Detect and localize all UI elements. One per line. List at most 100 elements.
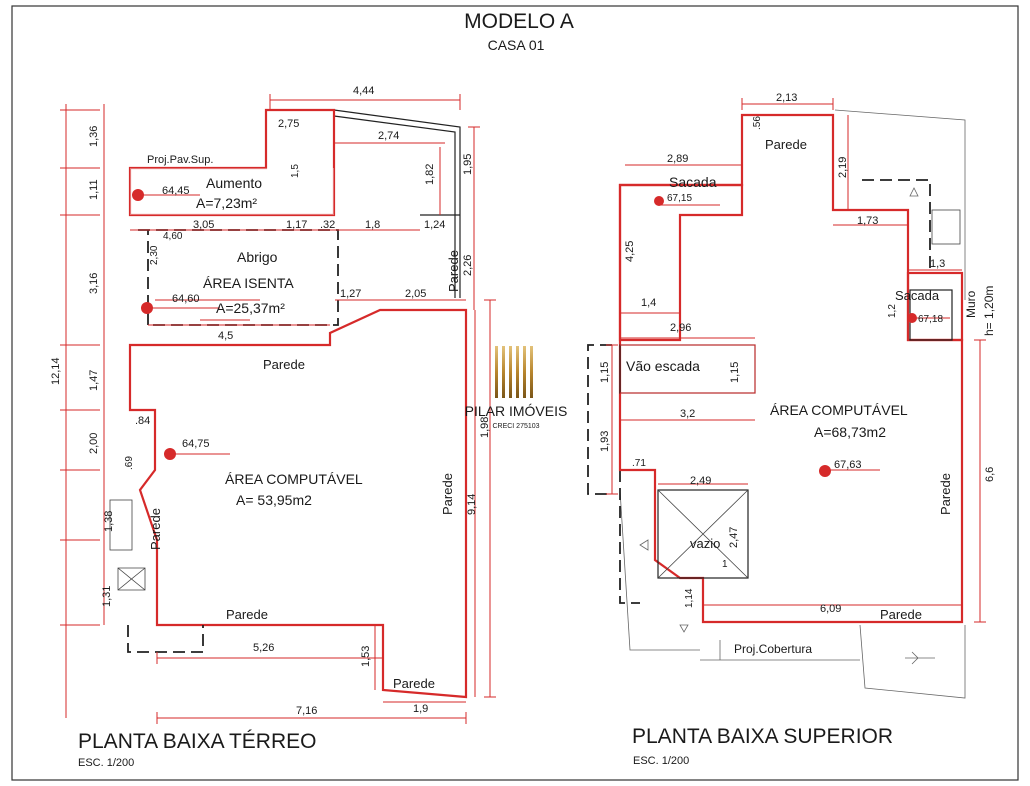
dim-text-275: 2,75: [278, 118, 299, 130]
logo-bar: [523, 346, 526, 398]
wall-label-left: Parede: [148, 508, 163, 550]
upper-dim-text-14: 1,4: [641, 297, 656, 309]
dim-text-230: 2,30: [149, 245, 160, 265]
isenta-area-label: A=25,37m²: [216, 300, 285, 316]
upper-wall-label-right: Parede: [938, 473, 953, 515]
dim-text-153: 1,53: [360, 646, 372, 667]
computable-area-label: A= 53,95m2: [236, 492, 312, 508]
dim-text-205: 2,05: [405, 288, 426, 300]
sacada-left-label: Sacada: [669, 174, 717, 190]
computable-label: ÁREA COMPUTÁVEL: [225, 471, 363, 487]
proj-cobertura-line: [700, 640, 860, 661]
proj-cobertura-label: Proj.Cobertura: [734, 642, 812, 656]
upper-dim-text-247: 2,47: [728, 527, 740, 548]
logo-bar: [502, 346, 505, 398]
level-label-3: 64,75: [182, 438, 210, 450]
level-label-1: 64,45: [162, 185, 190, 197]
dim-text-131: 1,31: [101, 586, 113, 607]
aumento-label: Aumento: [206, 175, 262, 191]
dim-213: [741, 98, 834, 110]
side-box: [109, 499, 133, 551]
dim-text-526: 5,26: [253, 642, 274, 654]
upper-dim-text-13: 1,3: [930, 258, 945, 270]
dim-text-147: 1,47: [88, 370, 100, 391]
upper-level-leaders: [660, 204, 950, 471]
side-shaft: [117, 567, 146, 591]
plan-subtitle: CASA 01: [488, 37, 545, 53]
dim-444: [269, 94, 461, 110]
dim-text-136: 1,36: [88, 126, 100, 147]
upper-dim-text-1: 1: [722, 559, 728, 570]
upper-dash-right: [862, 179, 931, 270]
upper-dash-left-2: [619, 470, 640, 604]
upper-plan-title: PLANTA BAIXA SUPERIOR: [632, 725, 893, 748]
ground-plan-title: PLANTA BAIXA TÉRREO: [78, 730, 316, 753]
plan-title: MODELO A: [464, 10, 574, 33]
level-leaders: [144, 194, 230, 455]
upper-wall-label-bottom: Parede: [880, 607, 922, 622]
upper-dim-text-115a: 1,15: [599, 362, 611, 383]
void-cross: [657, 489, 749, 579]
dim-text-111: 1,11: [88, 179, 100, 200]
upper-dim-text-32: 3,2: [680, 408, 695, 420]
dim-text-914: 9,14: [466, 494, 478, 515]
upper-dim-text-56: .56: [752, 116, 763, 130]
dim-text-84: .84: [135, 415, 150, 427]
dim-text-124: 1,24: [424, 219, 445, 231]
dim-text-19: 1,9: [413, 703, 428, 715]
vazio-label: vazio: [690, 536, 720, 551]
dim-text-15: 1,5: [290, 164, 301, 178]
upper-dim-text-115b: 1,15: [729, 362, 741, 383]
logo-bar: [509, 346, 512, 398]
abrigo-label: Abrigo: [237, 249, 278, 265]
ground-plan-scale: ESC. 1/200: [78, 757, 134, 769]
upper-dim-text-213: 2,13: [776, 92, 797, 104]
dim-198: [484, 299, 496, 698]
dim-text-316: 3,16: [88, 273, 100, 294]
upper-computable-area-label: A=68,73m2: [814, 424, 886, 440]
upper-dim-text-71: .71: [632, 458, 646, 469]
upper-dash-left: [587, 344, 612, 495]
upper-dim-text-219: 2,19: [837, 157, 849, 178]
neighbor-outline-bottom: [619, 489, 966, 699]
pilar-imoveis-logo: PILAR IMÓVEIS CRECI 275103: [465, 346, 567, 430]
dim-text-305: 3,05: [193, 219, 214, 231]
upper-level-label-1: 67,15: [667, 193, 692, 204]
dim-text-1214: 12,14: [50, 357, 62, 385]
dim-526: [156, 652, 384, 664]
side-box-upper: [931, 209, 961, 245]
upper-level-marker-3: [819, 465, 831, 477]
dim-text-45: 4,5: [218, 330, 233, 342]
wall-label-bottom: Parede: [226, 607, 268, 622]
dim-text-716: 7,16: [296, 705, 317, 717]
wall-label-right: Parede: [440, 473, 455, 515]
dim-text-18: 1,8: [365, 219, 380, 231]
aumento-area-label: A=7,23m²: [196, 195, 257, 211]
stair-void-label: Vão escada: [626, 358, 700, 374]
dim-left-upper: [606, 344, 618, 495]
level-marker-2: [141, 302, 153, 314]
logo-creci: CRECI 275103: [492, 423, 539, 430]
level-marker-3: [164, 448, 176, 460]
upper-wall-label-top: Parede: [765, 137, 807, 152]
dim-text-274: 2,74: [378, 130, 399, 142]
upper-level-marker-1: [654, 196, 664, 206]
sacada-right: [906, 271, 964, 342]
upper-dim-text-173: 1,73: [857, 215, 878, 227]
upper-projection-outline: [333, 109, 461, 298]
void-area: [657, 489, 749, 579]
isenta-label: ÁREA ISENTA: [203, 275, 294, 291]
dim-text-138: 1,38: [103, 511, 115, 532]
level-marker-1: [132, 189, 144, 201]
muro-label: Muro: [964, 290, 978, 318]
ground-floor-plan: Proj.Pav.Sup. Aumento A=7,23m² 64,45 Abr…: [50, 85, 496, 769]
upper-projection-outline-inner: [333, 115, 456, 298]
dim-text-117: 1,17: [286, 219, 307, 231]
logo-bar: [516, 346, 519, 398]
wall-label-corner: Parede: [393, 676, 435, 691]
upper-level-label-3: 67,63: [834, 459, 862, 471]
proj-label: Proj.Pav.Sup.: [147, 154, 213, 166]
dim-text-182: 1,82: [424, 164, 436, 185]
upper-dim-text-249: 2,49: [690, 475, 711, 487]
